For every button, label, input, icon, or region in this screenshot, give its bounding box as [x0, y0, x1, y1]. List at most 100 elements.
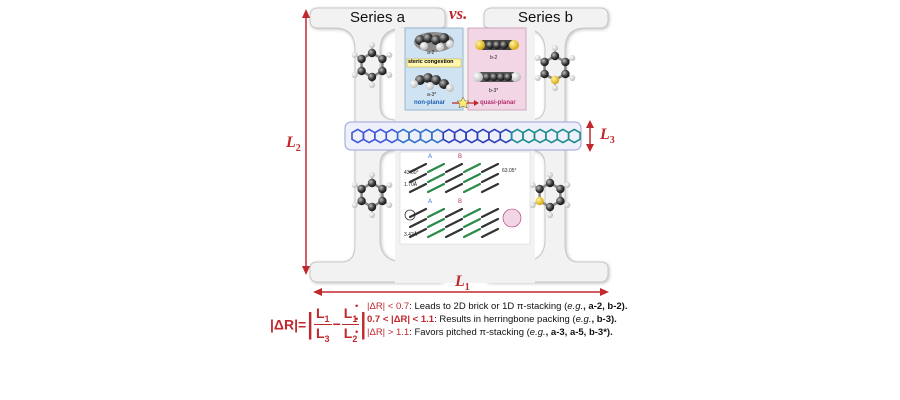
carbon-atom — [561, 57, 570, 67]
packed-molecule — [480, 162, 500, 174]
packed-molecule — [426, 227, 446, 239]
packed-molecule — [408, 227, 428, 239]
hydrogen-atom — [569, 75, 576, 81]
series-a-title: Series a — [350, 9, 406, 26]
packed-molecule — [480, 217, 500, 229]
molecule-a3star — [410, 73, 454, 92]
a3star-label: a-3* — [427, 92, 437, 98]
packed-molecule — [480, 172, 500, 184]
carbon-atom — [556, 196, 565, 206]
crystal-col-a-top: A — [428, 154, 433, 160]
carbon-atom — [550, 75, 560, 85]
packed-molecule — [444, 162, 464, 174]
carbon-atom — [357, 54, 366, 64]
packed-molecule — [426, 172, 446, 184]
carbon-atom — [556, 184, 565, 194]
hydrogen-atom — [386, 202, 393, 208]
packed-molecule — [462, 227, 482, 239]
hydrogen-atom — [351, 52, 358, 58]
carbon-atom — [561, 69, 570, 79]
packed-molecule — [408, 182, 428, 194]
rule-item-3: |ΔR| > 1.1: Favors pitched π-stacking (e… — [355, 326, 627, 339]
hydrogen-atom — [547, 172, 553, 178]
carbon-atom — [367, 202, 377, 212]
hydrogen-atom — [351, 72, 358, 78]
carbon-atom — [535, 184, 544, 194]
crystal-col-a-bottom: A — [428, 199, 433, 205]
hydrogen-atom — [529, 182, 536, 188]
angle-label-1: 43.60° — [404, 170, 419, 176]
packed-molecule — [462, 207, 482, 219]
hydrogen-atom — [386, 182, 393, 188]
rule-item-1: |ΔR| < 0.7: Leads to 2D brick or 1D π-st… — [355, 300, 627, 313]
acene-ladder — [351, 128, 581, 144]
carbon-atom — [540, 57, 549, 67]
hydrogen-atom — [369, 212, 375, 218]
packed-molecule — [408, 162, 428, 174]
hydrogen-atom — [386, 52, 393, 58]
carbon-atom — [550, 51, 560, 61]
packed-molecule — [462, 182, 482, 194]
carbon-atom — [378, 196, 387, 206]
packed-molecule — [444, 227, 464, 239]
molecule-a2 — [414, 32, 454, 52]
angle-label-2: 63.05° — [502, 168, 517, 174]
l2-label: L2 — [286, 134, 301, 155]
packed-molecule — [462, 217, 482, 229]
l2-dimension-arrow — [302, 9, 310, 275]
molecule-b2 — [475, 40, 519, 50]
carbon-atom — [378, 54, 387, 64]
hydrogen-atom — [369, 172, 375, 178]
hydrogen-atom — [564, 202, 571, 208]
distance-label-2: 3.42Å — [404, 232, 418, 238]
hydrogen-atom — [552, 85, 558, 91]
b3star-label: b-3* — [489, 88, 499, 94]
carbon-atom — [378, 184, 387, 194]
hydrogen-atom — [569, 55, 576, 61]
steric-label-box — [406, 58, 462, 68]
packed-molecule — [480, 227, 500, 239]
rules-list: |ΔR| < 0.7: Leads to 2D brick or 1D π-st… — [355, 300, 627, 339]
packed-molecule — [480, 207, 500, 219]
hydrogen-atom — [369, 42, 375, 48]
distance-label-1: 1.70Å — [404, 182, 418, 188]
star-icon — [456, 96, 470, 109]
carbon-atom — [357, 184, 366, 194]
crystal-col-b-bottom: B — [458, 199, 463, 205]
series-b-title: Series b — [518, 9, 574, 26]
hydrogen-atom — [351, 182, 358, 188]
packed-molecule — [462, 162, 482, 174]
packed-molecule — [444, 207, 464, 219]
carbon-atom — [367, 178, 377, 188]
hydrogen-atom — [351, 202, 358, 208]
l1-label: L1 — [455, 273, 470, 294]
versus-label: vs. — [449, 4, 468, 23]
rule-item-2: 0.7 < |ΔR| < 1.1: Results in herringbone… — [355, 313, 627, 326]
inset-bottom-crystal — [399, 151, 531, 245]
packed-molecule — [426, 207, 446, 219]
packed-molecule — [444, 172, 464, 184]
packed-molecule — [426, 162, 446, 174]
packed-molecule — [408, 217, 428, 229]
packed-molecule — [462, 172, 482, 184]
carbon-atom — [357, 196, 366, 206]
hydrogen-atom — [534, 75, 541, 81]
packed-molecule — [408, 207, 428, 219]
carbon-atom — [535, 196, 544, 206]
packed-molecule — [444, 182, 464, 194]
packed-molecule — [444, 217, 464, 229]
zoom-circle — [502, 208, 522, 228]
crystal-col-b-top: B — [458, 154, 463, 160]
carbon-atom — [367, 72, 377, 82]
carbon-atom — [545, 178, 555, 188]
crystal-packing — [404, 162, 522, 239]
zoom-circle — [404, 209, 416, 221]
non-planar-label: non-planar — [414, 100, 445, 106]
l3-dimension-arrow — [586, 120, 594, 152]
packed-molecule — [408, 172, 428, 184]
molecule-b3star — [473, 72, 521, 82]
hydrogen-atom — [529, 202, 536, 208]
carbon-atom — [540, 69, 549, 79]
